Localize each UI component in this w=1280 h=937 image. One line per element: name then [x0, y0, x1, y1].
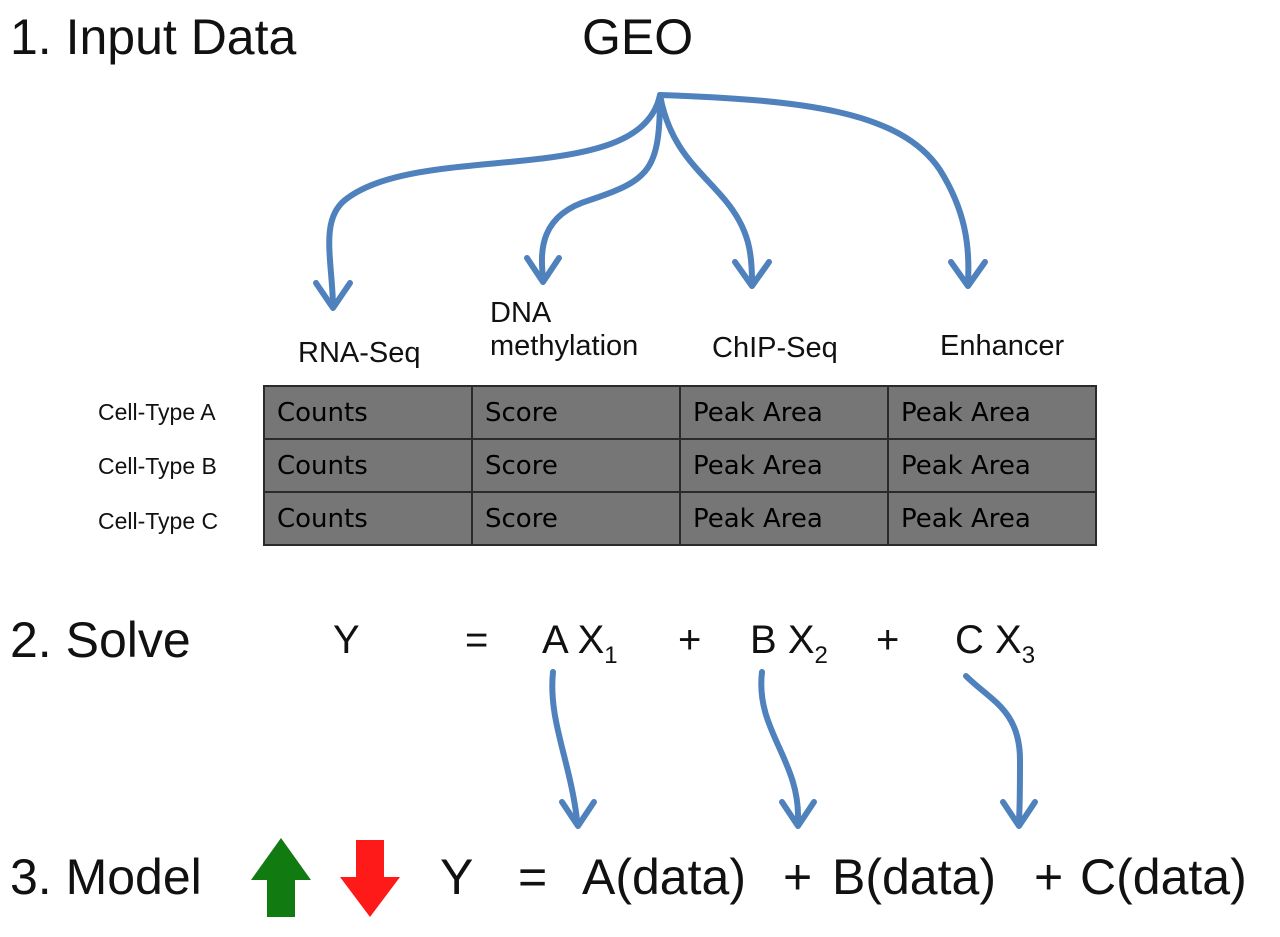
row-header-cell-type-a: Cell-Type A: [98, 399, 216, 425]
step-2-heading: 2. Solve: [10, 612, 191, 668]
sub-1: 1: [604, 642, 618, 669]
geo-to-dna-methylation-arrow: [538, 92, 663, 281]
column-header-rna-seq: RNA-Seq: [298, 337, 421, 369]
model-equals: =: [518, 849, 548, 905]
solve-term-b: B X2: [750, 620, 828, 668]
solve-plus-2: +: [876, 618, 900, 662]
geo-to-rna-seq-arrowhead: [313, 280, 353, 311]
column-header-dna-methylation: DNA methylation: [490, 297, 638, 364]
geo-to-enhancer-arrow: [657, 92, 972, 285]
table-cell: Counts: [263, 491, 473, 546]
geo-to-enhancer-arrowhead: [948, 259, 988, 289]
solve-equals: =: [465, 618, 489, 662]
model-plus-2: +: [1034, 849, 1064, 905]
model-plus-1: +: [783, 849, 813, 905]
table-cell: Peak Area: [679, 385, 889, 440]
table-cell: Score: [471, 385, 681, 440]
column-header-dna-methylation-text: DNA methylation: [490, 297, 639, 363]
coef-b: B: [750, 618, 777, 662]
geo-to-chip-seq-arrow: [657, 92, 755, 285]
solve-lhs: Y: [333, 618, 360, 662]
table-cell: Counts: [263, 385, 473, 440]
coef-c-to-model-arrow: [963, 673, 1023, 823]
up-arrow-icon: [251, 838, 311, 917]
coef-b-to-model-arrowhead: [779, 799, 817, 829]
down-arrow-icon: [340, 840, 400, 917]
table-row: Counts Score Peak Area Peak Area: [263, 438, 1097, 493]
coef-c-to-model-arrowhead: [1000, 799, 1038, 829]
coef-b-to-model-arrow: [758, 669, 802, 823]
table-cell: Peak Area: [679, 491, 889, 546]
data-table: Counts Score Peak Area Peak Area Counts …: [263, 385, 1097, 546]
var-x3: X: [995, 618, 1022, 662]
var-x2: X: [787, 618, 815, 662]
sub-3: 3: [1021, 642, 1036, 669]
var-x1: X: [577, 618, 605, 662]
geo-to-rna-seq-arrow: [326, 92, 663, 308]
step-3-heading: 3. Model: [10, 849, 202, 905]
column-header-chip-seq: ChIP-Seq: [712, 332, 838, 364]
coef-a: A: [542, 618, 567, 662]
geo-label: GEO: [582, 9, 694, 65]
table-cell: Score: [471, 438, 681, 493]
geo-to-dna-methylation-arrowhead: [524, 255, 562, 285]
solve-plus-1: +: [678, 618, 702, 662]
table-cell: Peak Area: [679, 438, 889, 493]
coef-c: C: [955, 618, 984, 662]
row-header-cell-type-b: Cell-Type B: [98, 453, 217, 479]
column-header-enhancer: Enhancer: [940, 330, 1065, 362]
solve-term-a: A X1: [542, 620, 618, 668]
table-cell: Counts: [263, 438, 473, 493]
table-cell: Peak Area: [887, 491, 1097, 546]
model-lhs: Y: [440, 849, 474, 905]
coef-a-to-model-arrow: [549, 669, 580, 823]
geo-to-chip-seq-arrowhead: [732, 259, 772, 289]
coef-a-to-model-arrowhead: [559, 799, 597, 829]
table-cell: Score: [471, 491, 681, 546]
sub-2: 2: [814, 642, 828, 669]
model-term-c: C(data): [1080, 849, 1247, 905]
model-term-a: A(data): [582, 849, 746, 905]
solve-term-c: C X3: [955, 620, 1035, 668]
table-cell: Peak Area: [887, 438, 1097, 493]
table-row: Counts Score Peak Area Peak Area: [263, 385, 1097, 440]
step-1-heading: 1. Input Data: [10, 9, 297, 65]
table-row: Counts Score Peak Area Peak Area: [263, 491, 1097, 546]
table-cell: Peak Area: [887, 385, 1097, 440]
model-term-b: B(data): [832, 849, 996, 905]
row-header-cell-type-c: Cell-Type C: [98, 508, 219, 534]
